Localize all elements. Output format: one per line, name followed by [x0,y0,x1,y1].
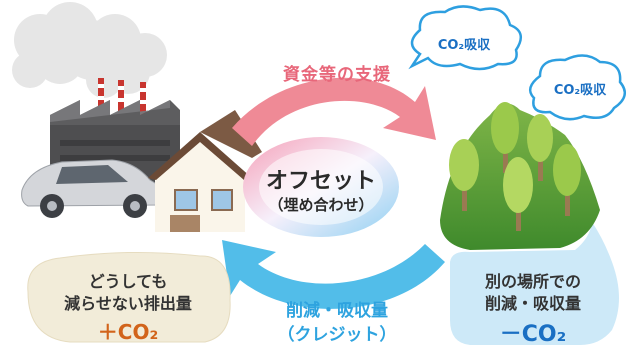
tree-icon [527,114,553,181]
support-arrow [232,77,436,146]
absorption-label-line1: 別の場所での [484,272,581,291]
absorption-value: －CO₂ [499,322,567,347]
co2-absorb-text: CO₂吸収 [437,38,491,53]
tree-icons [449,102,581,231]
credit-arrow [222,240,445,309]
co2-bubble-top [408,5,523,71]
absorption-box [450,222,619,345]
tree-icon [553,144,581,216]
smoke-clouds [12,2,167,98]
tree-icon [503,157,533,231]
support-label: 資金等の支援 [283,65,391,85]
tree-icon [491,102,519,173]
emission-value: ＋CO₂ [97,320,159,344]
co2-bubble-right [528,54,627,121]
credit-label-line1: 削減・吸収量 [286,301,388,321]
emission-label-line1: どうしても [88,272,168,291]
emission-box [27,251,231,343]
offset-subtitle: （埋め合わせ） [268,196,374,214]
tree-icon [449,139,479,211]
co2-absorb-text: CO₂吸収 [553,83,607,98]
credit-label-line2: （クレジット） [277,325,397,345]
offset-title: オフセット [265,169,376,194]
absorption-label-line2: 削減・吸収量 [484,294,581,313]
car-icon [21,159,163,218]
house-icon [148,110,262,232]
emission-label-line2: 減らせない排出量 [64,294,192,313]
